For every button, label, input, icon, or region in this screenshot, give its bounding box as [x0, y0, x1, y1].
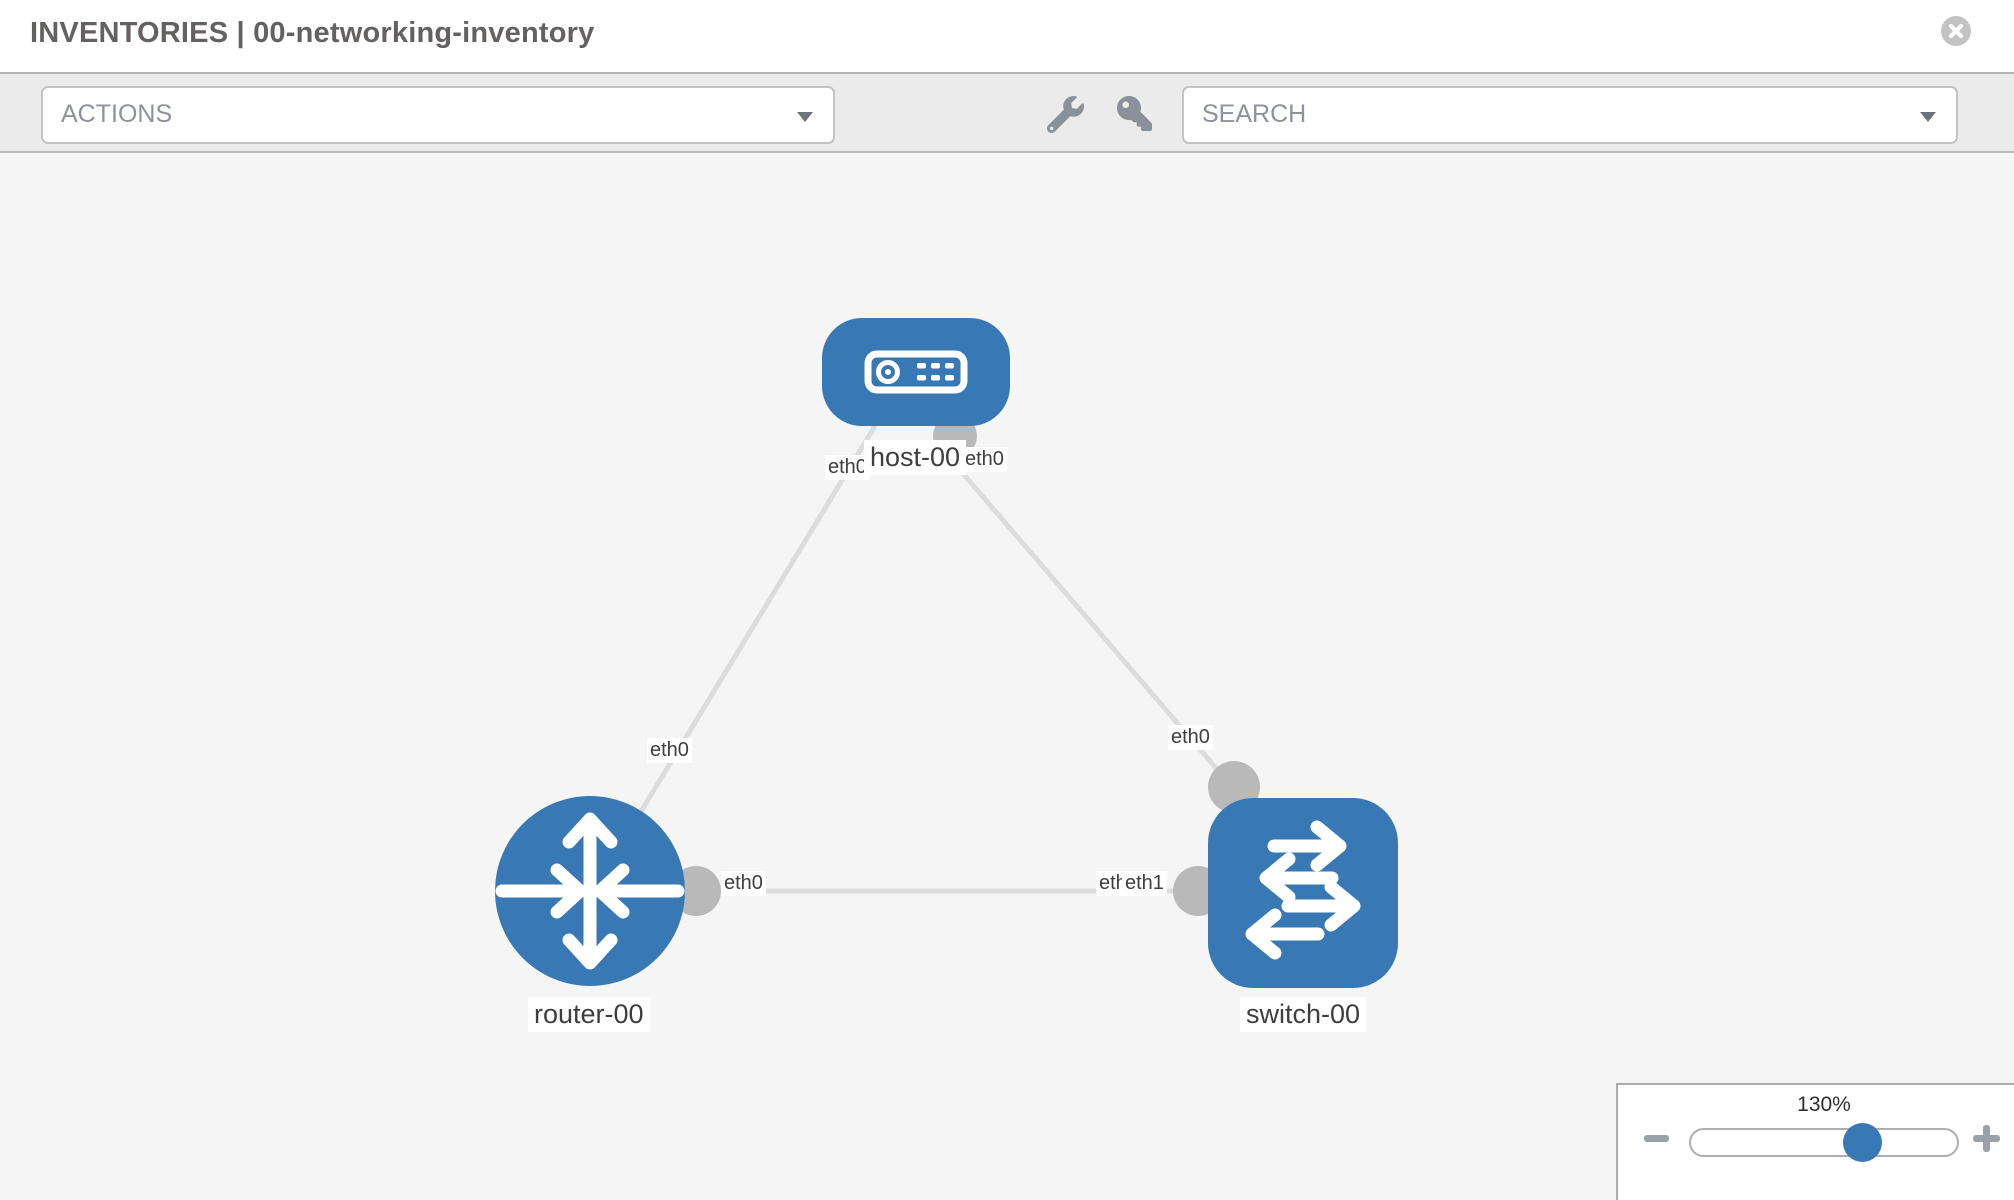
wrench-icon — [1046, 96, 1084, 134]
switch-arrows-icon — [1245, 820, 1361, 960]
key-icon — [1117, 96, 1152, 131]
zoom-panel: 130% — [1616, 1083, 2014, 1200]
wrench-button[interactable] — [1046, 96, 1085, 134]
node-switch-00[interactable] — [1208, 798, 1398, 988]
router-arrows-icon — [495, 812, 685, 970]
node-router-00[interactable] — [495, 796, 685, 986]
close-icon — [1948, 23, 1964, 39]
zoom-out-button[interactable] — [1644, 1135, 1669, 1142]
node-label-switch: switch-00 — [1240, 997, 1367, 1032]
interface-label: eth0 — [1168, 725, 1213, 750]
key-button[interactable] — [1114, 96, 1152, 134]
search-dropdown-label: SEARCH — [1202, 100, 1307, 128]
zoom-level: 130% — [1797, 1093, 1851, 1116]
topology-canvas[interactable]: eth0 eth0 eth0 eth0 eth0 eth0 eth1 host-… — [0, 153, 2014, 1200]
minus-icon — [1644, 1135, 1669, 1142]
node-label-router: router-00 — [528, 997, 650, 1032]
zoom-in-button[interactable] — [1973, 1125, 2000, 1162]
plus-icon — [1973, 1125, 2000, 1152]
toolbar: ACTIONS SEARCH — [0, 72, 2014, 153]
chevron-down-icon — [797, 112, 813, 122]
actions-dropdown[interactable]: ACTIONS — [41, 86, 835, 144]
interface-label: eth1 — [1122, 871, 1167, 896]
interface-label: eth0 — [962, 447, 1007, 472]
topology-graph — [495, 318, 1398, 988]
server-icon — [864, 350, 968, 394]
interface-label: eth0 — [825, 455, 870, 480]
page-title: INVENTORIES | 00-networking-inventory — [30, 17, 595, 49]
zoom-slider-thumb[interactable] — [1843, 1123, 1882, 1162]
node-label-host: host-00 — [864, 440, 967, 475]
close-button[interactable] — [1941, 16, 1971, 46]
node-host-00[interactable] — [822, 318, 1010, 426]
chevron-down-icon — [1920, 112, 1936, 122]
zoom-slider[interactable] — [1689, 1123, 1959, 1162]
actions-dropdown-label: ACTIONS — [61, 100, 173, 128]
interface-label: eth0 — [647, 738, 692, 763]
search-dropdown[interactable]: SEARCH — [1182, 86, 1958, 144]
interface-label: eth0 — [721, 871, 766, 896]
header: INVENTORIES | 00-networking-inventory — [0, 0, 2014, 72]
